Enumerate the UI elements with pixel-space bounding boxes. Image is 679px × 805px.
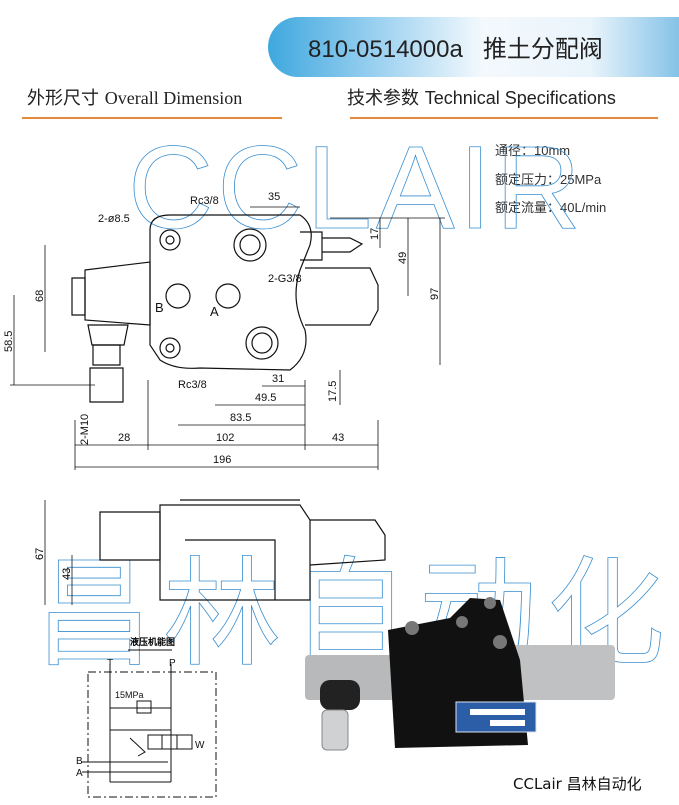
heading-en: Overall Dimension <box>104 88 243 108</box>
port-t: T <box>107 658 113 669</box>
port-a-label: A <box>210 304 219 319</box>
section-heading-dimension: 外形尺寸 Overall Dimension <box>27 84 242 110</box>
port-p: P <box>169 658 176 669</box>
hydraulic-schematic: 液压机能图 T P 15MPa B A W <box>76 636 217 798</box>
top-view <box>71 214 379 403</box>
heading-underline <box>350 117 658 119</box>
watermark-cclair: CCLAIR <box>128 122 585 254</box>
section-heading-specs: 技术参数 Technical Specifications <box>347 84 616 110</box>
dim-43: 43 <box>332 432 344 444</box>
heading-underline <box>22 117 282 119</box>
spec-flow: 额定流量：40L/min <box>495 197 606 216</box>
product-photo <box>305 597 615 751</box>
dimension-labels: Rc3/8 35 2-ø8.5 17 49 97 68 2-G3/8 B A 5… <box>3 191 441 466</box>
dim-rc-bottom: Rc3/8 <box>178 379 207 391</box>
spec-label: 额定压力： <box>495 172 561 187</box>
port-b: B <box>76 756 83 767</box>
dim-28: 28 <box>118 432 130 444</box>
spec-value: 10mm <box>534 143 571 158</box>
heading-en: Technical Specifications <box>424 88 616 108</box>
schematic-title: 液压机能图 <box>130 636 175 647</box>
dim-g38: 2-G3/8 <box>268 273 302 285</box>
dim-m10: 2-M10 <box>79 414 91 445</box>
side-view <box>44 499 386 605</box>
relief-pressure: 15MPa <box>115 690 144 700</box>
spec-pressure: 额定压力：25MPa <box>495 169 601 188</box>
dim-49-5: 49.5 <box>255 392 276 404</box>
dim-rc-top: Rc3/8 <box>190 195 219 207</box>
dim-68: 68 <box>34 290 46 302</box>
spring-w: W <box>195 740 205 751</box>
spec-label: 通径： <box>495 143 535 158</box>
dim-35: 35 <box>268 191 280 203</box>
dim-17: 17 <box>369 228 381 240</box>
spec-value: 25MPa <box>560 172 602 187</box>
dim-102: 102 <box>216 432 234 444</box>
dim-17-5: 17.5 <box>327 381 339 402</box>
brand-caption: CCLair 昌林自动化 <box>513 775 642 793</box>
heading-zh: 技术参数 <box>347 88 419 109</box>
port-b-label: B <box>155 300 164 315</box>
spec-value: 40L/min <box>560 200 607 215</box>
spec-bore: 通径：10mm <box>495 140 570 159</box>
spec-label: 额定流量： <box>495 200 561 215</box>
dim-31: 31 <box>272 373 284 385</box>
heading-zh: 外形尺寸 <box>27 88 99 109</box>
dim-67: 67 <box>34 548 46 560</box>
port-a: A <box>76 768 83 779</box>
dim-49: 49 <box>397 252 409 264</box>
dim-83-5: 83.5 <box>230 412 251 424</box>
dimension-lines <box>10 206 445 470</box>
dim-side-43: 43 <box>61 568 73 580</box>
dim-58-5: 58.5 <box>3 331 15 352</box>
title-banner: 810-0514000a 推土分配阀 <box>268 17 679 77</box>
dim-97: 97 <box>429 288 441 300</box>
dim-196: 196 <box>213 454 231 466</box>
product-title: 810-0514000a 推土分配阀 <box>308 36 603 63</box>
dim-holes: 2-ø8.5 <box>98 213 130 225</box>
